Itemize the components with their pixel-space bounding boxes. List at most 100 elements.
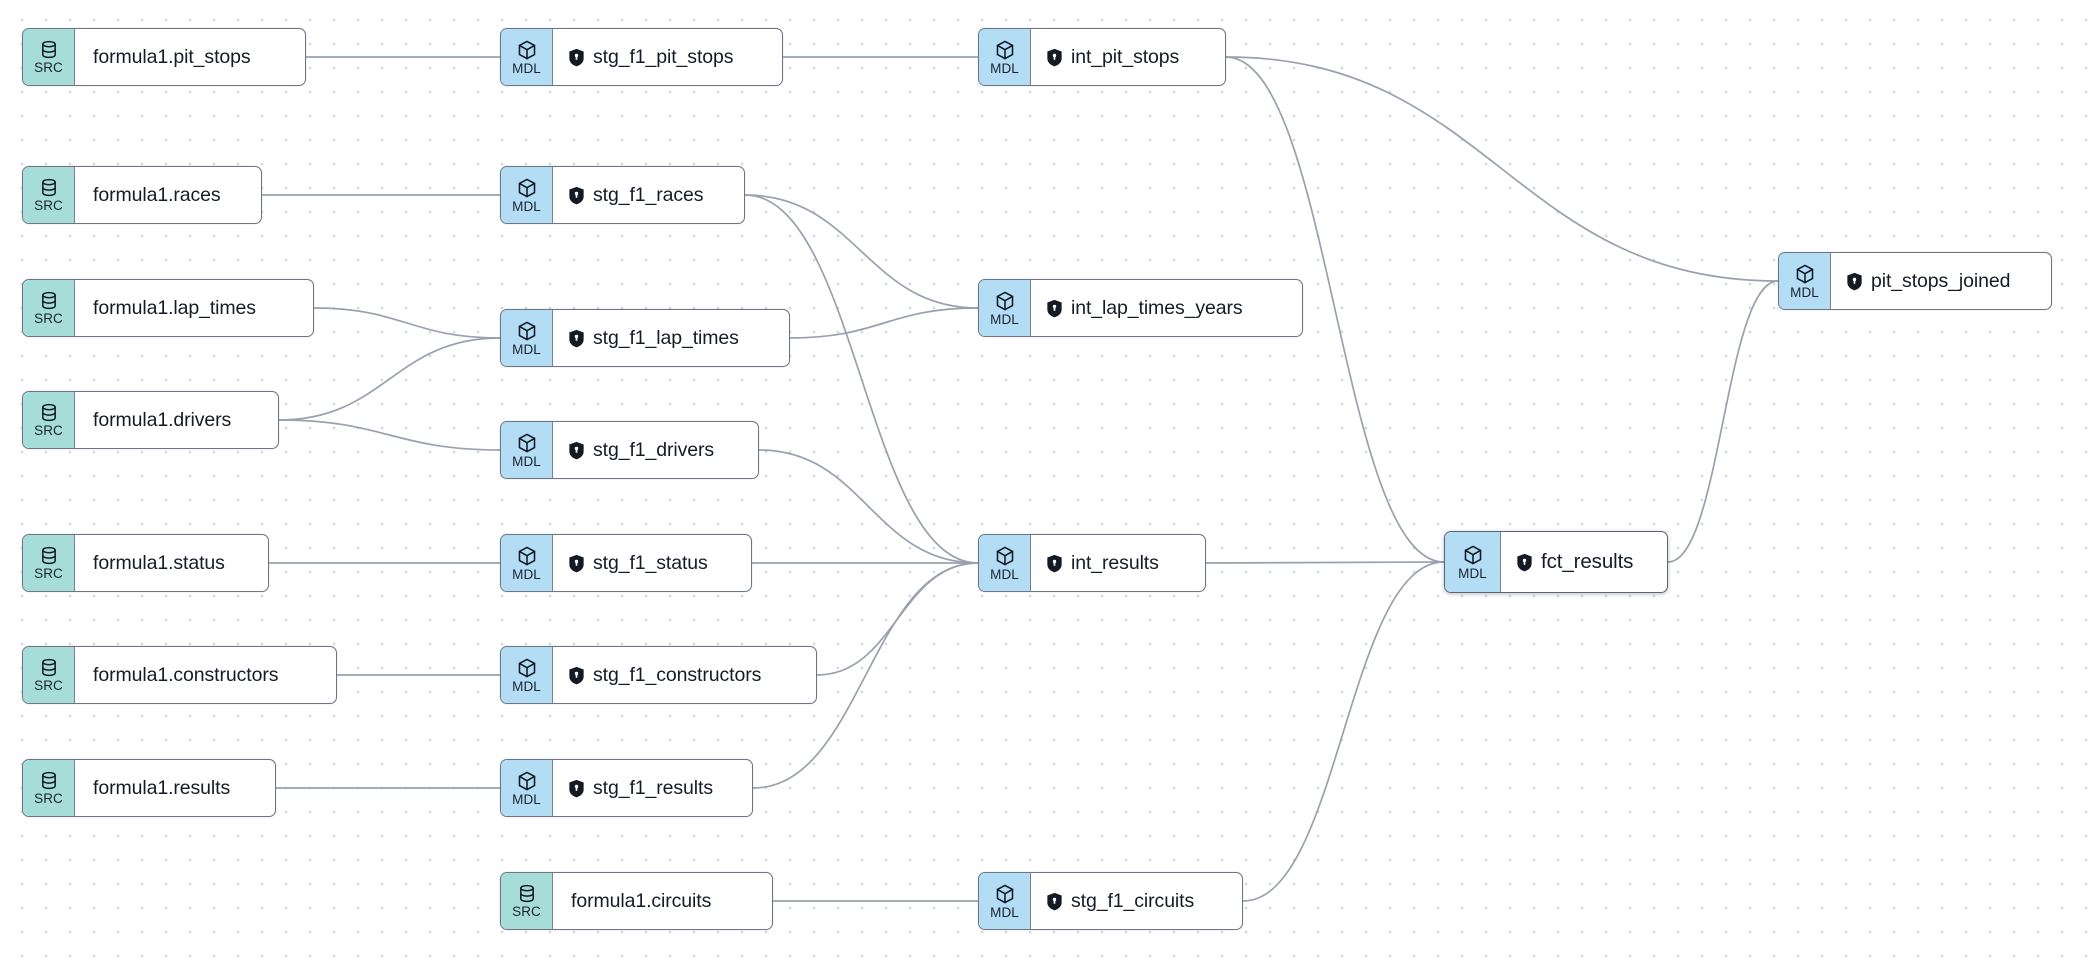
node-body: formula1.results [75, 760, 275, 816]
node-kind-label: MDL [512, 566, 541, 582]
lineage-node-src_constructors[interactable]: SRC formula1.constructors [22, 646, 337, 704]
lineage-edge-src_lap_times-to-stg_lap_times [313, 307, 501, 339]
lineage-node-stg_constructors[interactable]: MDL stg_f1_constructors [500, 646, 817, 704]
node-body: stg_f1_circuits [1031, 873, 1242, 929]
database-cylinder-icon: SRC [23, 392, 75, 448]
lineage-node-src_circuits[interactable]: SRC formula1.circuits [500, 872, 773, 930]
node-label: formula1.pit_stops [93, 45, 251, 68]
node-body: formula1.races [75, 167, 261, 223]
lineage-node-stg_status[interactable]: MDL stg_f1_status [500, 534, 752, 592]
node-kind-label: MDL [1458, 565, 1487, 581]
node-body: stg_f1_results [553, 760, 752, 816]
lineage-node-src_pit_stops[interactable]: SRC formula1.pit_stops [22, 28, 306, 86]
node-label: stg_f1_constructors [593, 663, 762, 686]
lineage-edge-stg_races-to-int_lap_times_years [744, 194, 979, 309]
lineage-node-stg_races[interactable]: MDL stg_f1_races [500, 166, 745, 224]
node-label: int_results [1071, 551, 1159, 574]
node-kind-label: MDL [512, 60, 541, 76]
node-body: fct_results [1501, 532, 1667, 592]
lineage-node-fct_results[interactable]: MDL fct_results [1444, 531, 1668, 593]
lineage-edge-int_results-to-fct_results [1205, 561, 1445, 564]
node-kind-label: MDL [990, 311, 1019, 327]
node-label: stg_f1_pit_stops [593, 45, 734, 68]
lineage-node-stg_circuits[interactable]: MDL stg_f1_circuits [978, 872, 1243, 930]
shield-lock-icon [1047, 48, 1062, 66]
lineage-node-stg_results[interactable]: MDL stg_f1_results [500, 759, 753, 817]
node-body: stg_f1_status [553, 535, 751, 591]
lineage-edge-stg_drivers-to-int_results [758, 449, 979, 564]
node-label: formula1.circuits [571, 889, 712, 912]
node-kind-label: SRC [34, 423, 63, 439]
lineage-edge-stg_constructors-to-int_results [816, 562, 979, 676]
node-body: stg_f1_races [553, 167, 744, 223]
shield-lock-icon [569, 48, 584, 66]
cube-icon: MDL [979, 280, 1031, 336]
lineage-node-int_lap_times_years[interactable]: MDL int_lap_times_years [978, 279, 1303, 337]
lineage-node-stg_pit_stops[interactable]: MDL stg_f1_pit_stops [500, 28, 783, 86]
node-body: formula1.circuits [553, 873, 772, 929]
node-body: pit_stops_joined [1831, 253, 2051, 309]
database-cylinder-icon: SRC [23, 167, 75, 223]
node-body: int_results [1031, 535, 1205, 591]
node-body: int_lap_times_years [1031, 280, 1302, 336]
node-kind-label: SRC [34, 791, 63, 807]
shield-lock-icon [1047, 554, 1062, 572]
shield-lock-icon [1047, 299, 1062, 317]
node-kind-label: MDL [512, 791, 541, 807]
node-label: fct_results [1541, 550, 1634, 573]
node-kind-label: SRC [34, 198, 63, 214]
cube-icon: MDL [501, 535, 553, 591]
node-kind-label: MDL [990, 904, 1019, 920]
node-kind-label: SRC [34, 678, 63, 694]
shield-lock-icon [1847, 272, 1862, 290]
lineage-node-src_results[interactable]: SRC formula1.results [22, 759, 276, 817]
node-label: int_pit_stops [1071, 45, 1180, 68]
cube-icon: MDL [501, 760, 553, 816]
shield-lock-icon [1517, 553, 1532, 571]
node-body: stg_f1_pit_stops [553, 29, 782, 85]
lineage-edge-src_drivers-to-stg_drivers [278, 419, 501, 451]
cube-icon: MDL [501, 310, 553, 366]
cube-icon: MDL [501, 167, 553, 223]
node-body: formula1.pit_stops [75, 29, 305, 85]
shield-lock-icon [569, 186, 584, 204]
cube-icon: MDL [1445, 532, 1501, 592]
lineage-node-int_pit_stops[interactable]: MDL int_pit_stops [978, 28, 1226, 86]
node-body: formula1.constructors [75, 647, 336, 703]
node-kind-label: MDL [512, 341, 541, 357]
node-kind-label: SRC [34, 311, 63, 327]
node-kind-label: SRC [512, 904, 541, 920]
node-label: stg_f1_circuits [1071, 889, 1195, 912]
cube-icon: MDL [979, 873, 1031, 929]
node-kind-label: MDL [512, 678, 541, 694]
node-label: formula1.constructors [93, 663, 279, 686]
node-label: formula1.results [93, 776, 231, 799]
database-cylinder-icon: SRC [23, 29, 75, 85]
node-label: formula1.status [93, 551, 225, 574]
node-kind-label: MDL [512, 453, 541, 469]
node-kind-label: MDL [512, 198, 541, 214]
cube-icon: MDL [501, 647, 553, 703]
cube-icon: MDL [501, 29, 553, 85]
cube-icon: MDL [979, 29, 1031, 85]
cube-icon: MDL [1779, 253, 1831, 309]
lineage-edge-src_drivers-to-stg_lap_times [278, 337, 501, 421]
lineage-edge-fct_results-to-pit_stops_joined [1667, 280, 1779, 563]
node-label: formula1.drivers [93, 408, 232, 431]
lineage-node-src_races[interactable]: SRC formula1.races [22, 166, 262, 224]
node-label: formula1.races [93, 183, 221, 206]
shield-lock-icon [569, 441, 584, 459]
shield-lock-icon [569, 779, 584, 797]
database-cylinder-icon: SRC [23, 647, 75, 703]
node-label: stg_f1_status [593, 551, 708, 574]
shield-lock-icon [569, 554, 584, 572]
lineage-node-src_drivers[interactable]: SRC formula1.drivers [22, 391, 279, 449]
